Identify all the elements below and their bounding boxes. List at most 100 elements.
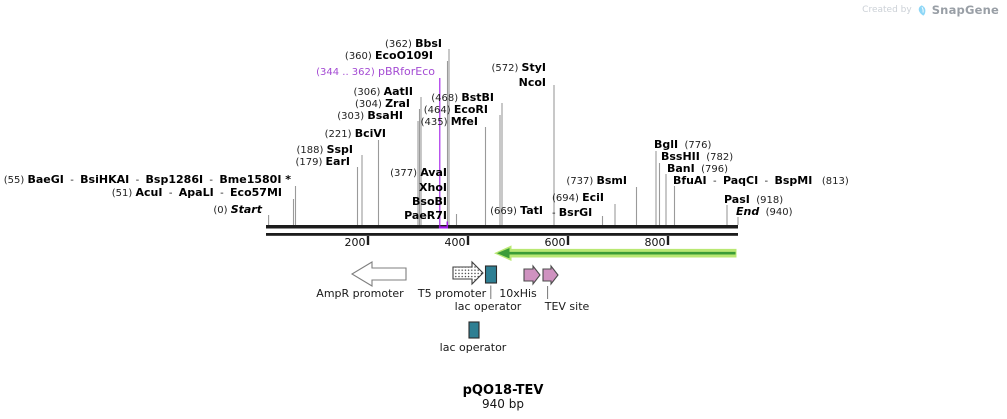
site-position: (796) — [694, 164, 728, 175]
site-position: (304) — [355, 99, 386, 110]
axis-tick — [466, 236, 470, 245]
site-name: ApaLI — [178, 186, 214, 199]
site-label-bsahi: (303) BsaHI — [337, 108, 403, 123]
plasmid-title: pQO18-TEV — [462, 383, 544, 398]
site-name: BssHII — [661, 150, 700, 163]
axis-tick-label: 400 — [444, 236, 466, 249]
axis-tick-label: 600 — [544, 236, 566, 249]
site-label-start: (0) Start — [213, 202, 262, 217]
site-name: Bme1580I * — [219, 173, 291, 186]
site-name: End — [736, 205, 760, 218]
site-position: (188) — [296, 145, 327, 156]
snapgene-logo-icon — [918, 4, 926, 16]
site-label-pasi: PasI (918) — [724, 192, 783, 207]
site-name: ZraI — [385, 97, 410, 110]
site-position: - — [162, 188, 179, 199]
axis-tick — [366, 236, 370, 245]
site-position: (221) — [324, 129, 355, 140]
site-name: PaeR7I — [404, 209, 447, 222]
site-name: BsrGI — [558, 206, 593, 219]
snapgene-brand-text: SnapGene — [931, 3, 999, 17]
feature-label-t5-promoter: T5 promoter — [417, 287, 487, 300]
site-label-bsmi: (737) BsmI — [566, 173, 627, 188]
site-position: - — [213, 188, 231, 199]
site-name: TatI — [520, 204, 543, 217]
site-label-eco0109i: (360) EcoO109I — [345, 48, 433, 63]
site-name: AatII — [383, 85, 413, 98]
axis-tick-label: 200 — [344, 236, 366, 249]
site-label-baegi-group: (55) BaeGI - BsiHKAI - Bsp1286I - Bme158… — [4, 172, 291, 187]
site-label-bbsi: (362) BbsI — [385, 36, 442, 51]
site-label-ecii-bsrgi: (694) EciI- BsrGI — [552, 190, 604, 220]
site-name: BsiHKAI — [80, 173, 130, 186]
site-label-acui-group: (51) AcuI - ApaLI - Eco57MI — [112, 185, 282, 200]
site-name: BbsI — [415, 37, 442, 50]
feature-tev-site — [542, 264, 559, 286]
feature-label-ampr-promoter: AmpR promoter — [316, 287, 404, 300]
site-name: BsoBI — [412, 195, 447, 208]
site-label-eari: (179) EarI — [295, 154, 350, 169]
site-position: (776) — [678, 140, 712, 151]
site-label-bcivi: (221) BciVI — [325, 126, 386, 141]
site-position: - — [63, 175, 81, 186]
site-position: (0) — [213, 205, 231, 216]
axis-tick — [566, 236, 570, 245]
site-name: BglI — [654, 138, 679, 151]
site-label-tati: (669) TatI — [490, 203, 543, 218]
site-position: (377) — [390, 168, 421, 179]
site-label-aatii: (306) AatII — [354, 84, 413, 99]
site-position: (464) — [423, 105, 454, 116]
site-position: (918) — [749, 195, 784, 206]
site-position: (179) — [295, 157, 326, 168]
site-position: - — [758, 176, 775, 187]
site-name: XhoI — [419, 181, 447, 194]
snapgene-credit: Created by SnapGene — [862, 3, 999, 17]
site-name: BfuAI — [673, 174, 707, 187]
site-label-ecori: (464) EcoRI — [424, 102, 488, 117]
feature-lac-operator-2 — [468, 321, 480, 339]
site-name: Start — [230, 203, 262, 216]
site-position: (782) — [699, 152, 734, 163]
site-position: (694) — [552, 193, 583, 204]
site-position: (940) — [759, 207, 793, 218]
feature-label-tev-site: TEV site — [544, 300, 590, 313]
site-position: - — [706, 176, 723, 187]
axis-tick — [666, 236, 670, 245]
site-position: (306) — [353, 87, 384, 98]
site-name: BaeGI — [27, 173, 64, 186]
site-name: BsmI — [596, 174, 628, 187]
site-name: StyI — [521, 61, 546, 74]
site-name: MfeI — [450, 115, 478, 128]
feature-label-his-tag: 10xHis — [499, 287, 537, 300]
site-position: (468) — [431, 93, 462, 104]
site-label-bfuai-group: BfuAI - PaqCI - BspMI (813) — [673, 173, 849, 188]
site-name: BanI — [667, 162, 695, 175]
plasmid-length: 940 bp — [482, 397, 524, 411]
site-name: pBRforEco — [377, 65, 435, 78]
site-position: (669) — [490, 206, 521, 217]
axis-tick-label: 800 — [644, 236, 666, 249]
site-name: NcoI — [518, 76, 546, 89]
site-label-bgli: BglI (776) — [654, 137, 711, 152]
site-label-zrai: (304) ZraI — [355, 96, 410, 111]
site-name: Eco57MI — [230, 186, 282, 199]
site-position: (360) — [344, 51, 375, 62]
site-name: EcoO109I — [375, 49, 433, 62]
site-position: (51) — [111, 188, 136, 199]
green-arrow-head — [497, 248, 510, 259]
feature-t5-promoter — [452, 260, 484, 286]
site-position: (362) — [385, 39, 416, 50]
site-name: EarI — [325, 155, 350, 168]
site-name: BspMI — [774, 174, 813, 187]
site-name: EciI — [582, 191, 604, 204]
feature-his-tag — [523, 264, 541, 286]
site-name: BsaHI — [367, 109, 403, 122]
backbone-bottom-bar — [266, 233, 738, 236]
site-position: (303) — [337, 111, 368, 122]
site-name: BstBI — [461, 91, 494, 104]
site-name: AvaI — [420, 166, 447, 179]
site-position: (344 .. 362) — [316, 67, 378, 78]
site-name: Bsp1286I — [145, 173, 204, 186]
